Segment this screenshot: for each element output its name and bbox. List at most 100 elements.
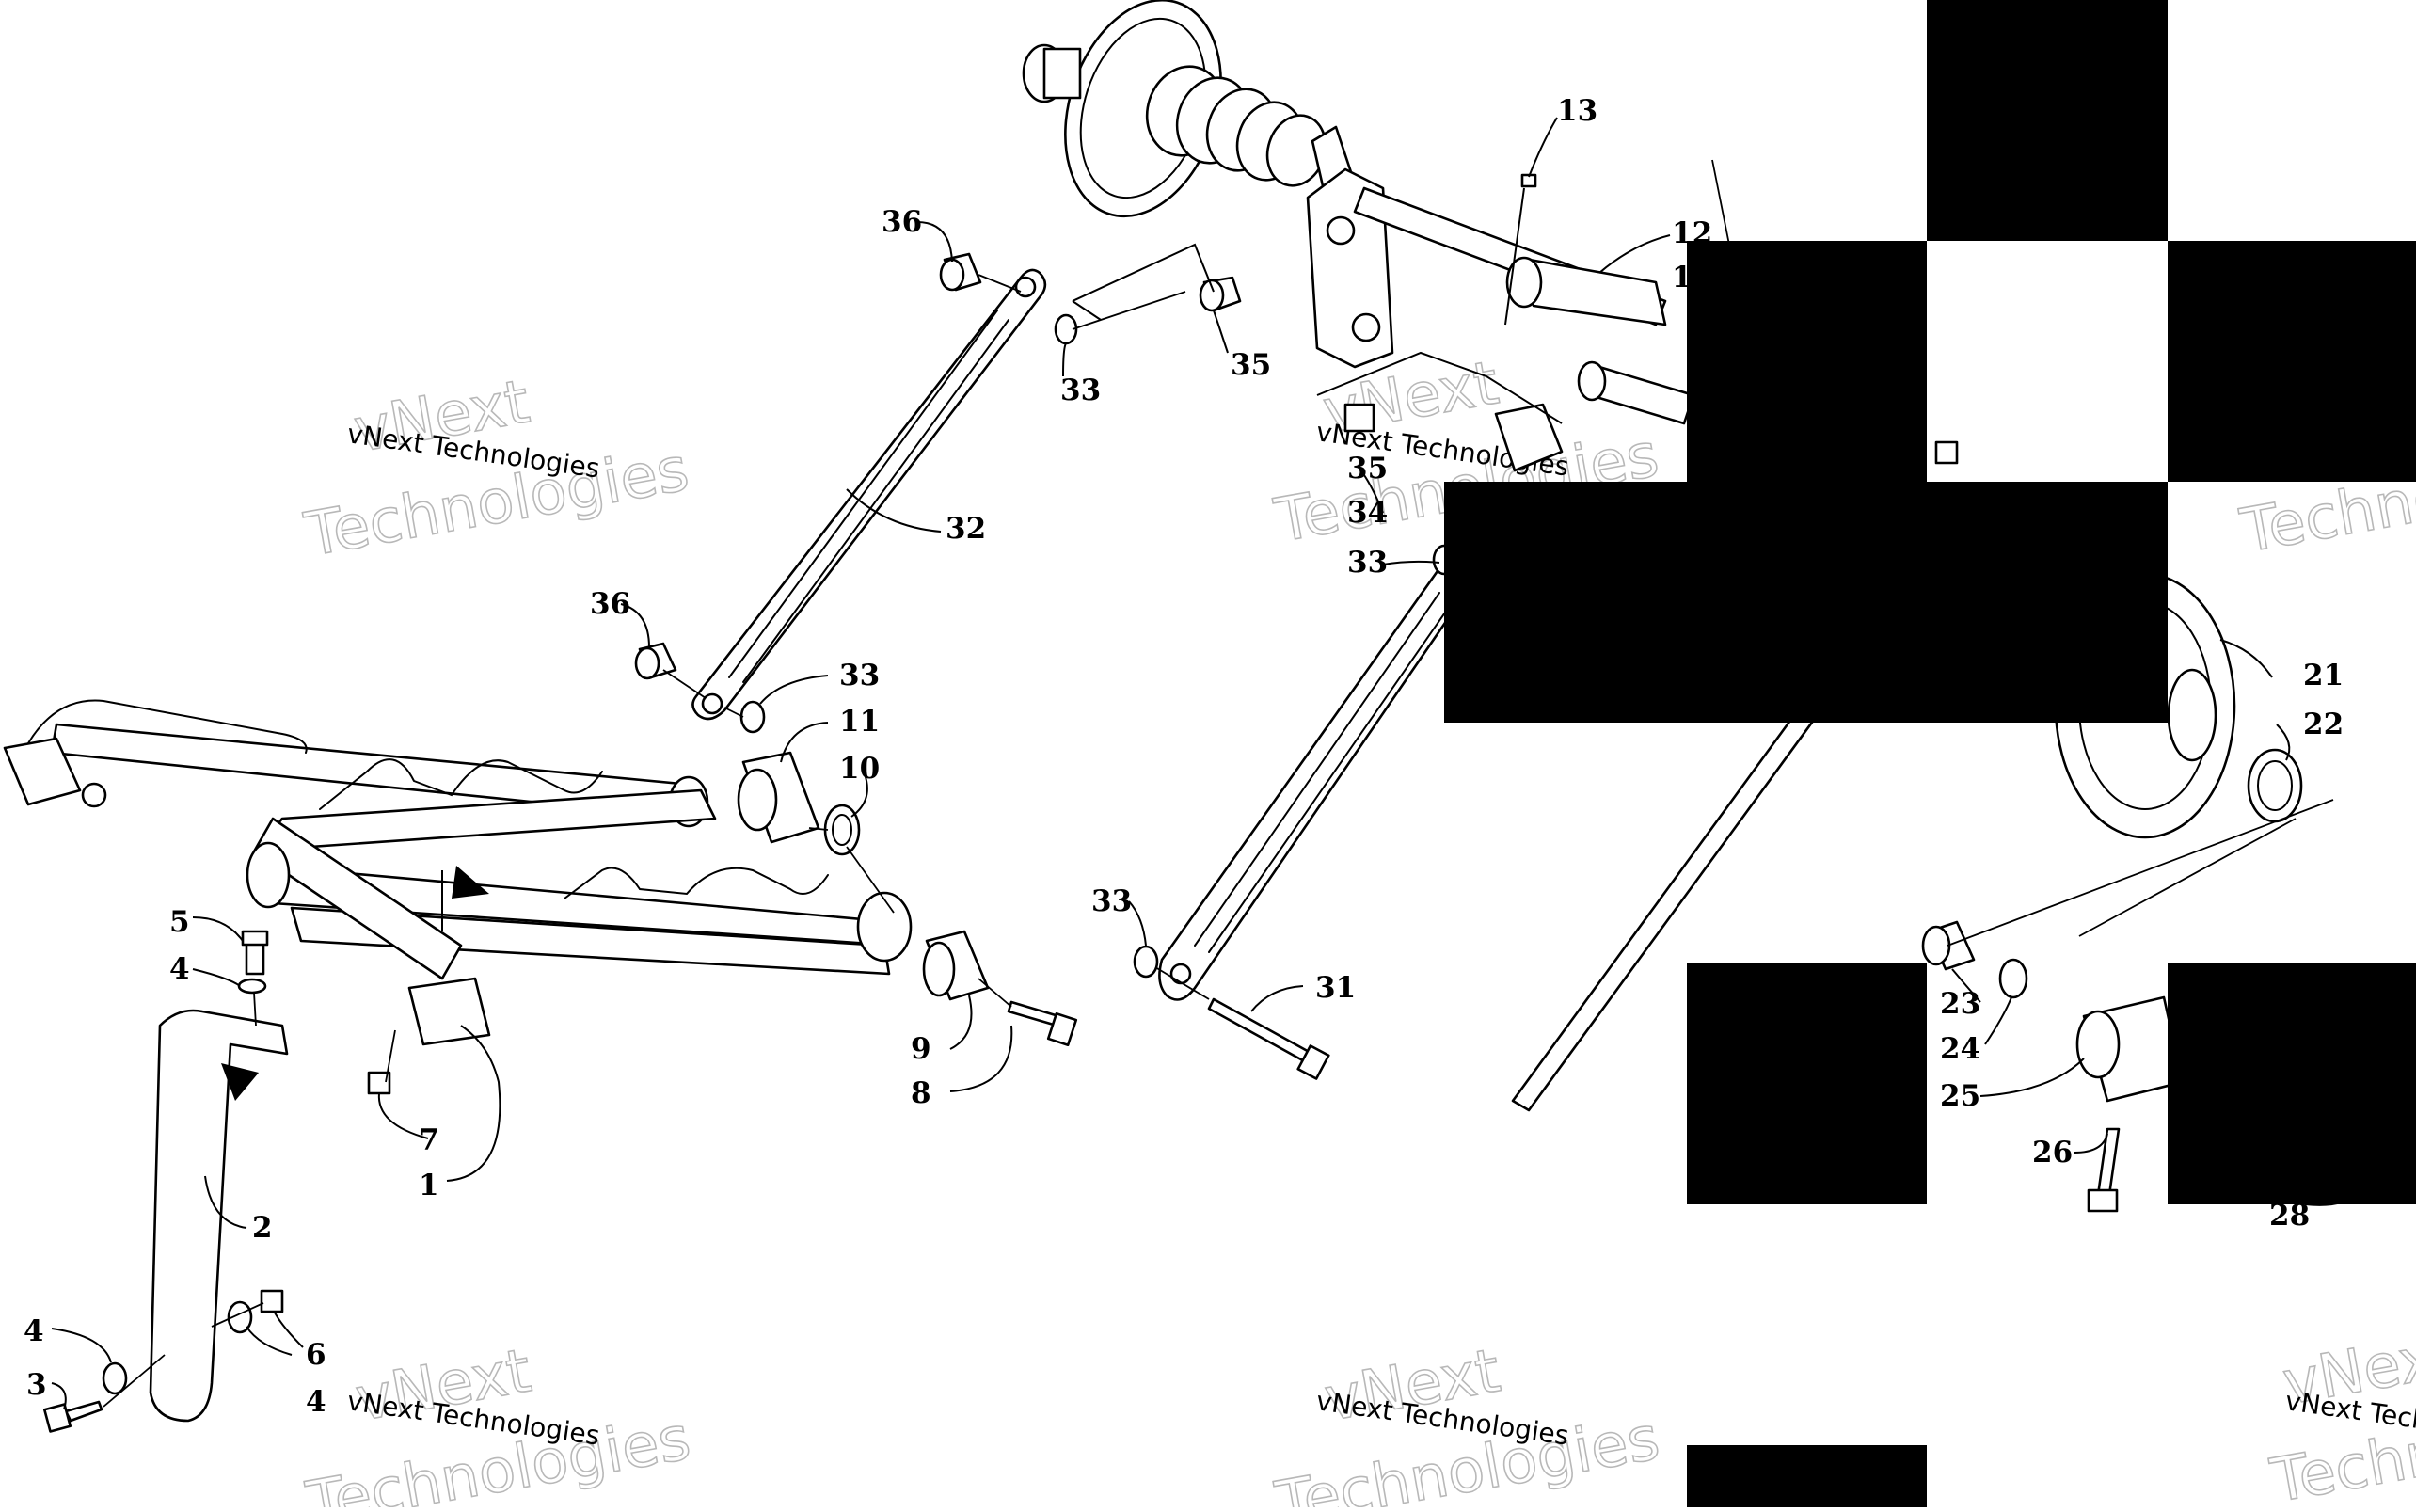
- callout-21: 21: [2303, 659, 2344, 692]
- callout-10: 10: [839, 752, 880, 786]
- leader-1-bottom: [446, 1025, 501, 1182]
- leader-4-right: [246, 1326, 293, 1356]
- callout-36-mid: 36: [590, 587, 630, 621]
- callout-9: 9: [911, 1032, 931, 1066]
- upper-arm-32: [691, 268, 1047, 721]
- bracket-pin: [81, 782, 107, 808]
- a-frame-rear-tube: [290, 906, 891, 976]
- nut-6: [260, 1289, 284, 1313]
- assembly-axis: [103, 1354, 166, 1408]
- assembly-axis: [1947, 799, 2334, 947]
- assembly-axis: [385, 1029, 396, 1083]
- leader-10: [850, 771, 868, 818]
- callout-33-top: 33: [1060, 374, 1101, 407]
- leader-22: [2276, 724, 2291, 761]
- leader-33-right: [1382, 560, 1440, 565]
- a-frame-brace: [257, 788, 717, 849]
- assembly-axis: [978, 274, 1022, 293]
- callout-7: 7: [419, 1123, 439, 1157]
- assembly-axis: [978, 978, 1012, 1008]
- callout-25: 25: [1940, 1079, 1980, 1113]
- callout-32: 32: [946, 512, 986, 546]
- assembly-axis: [211, 1302, 264, 1328]
- leader-35-top: [1213, 310, 1229, 354]
- bolt-5-head: [241, 930, 269, 947]
- leader-lines: [51, 117, 2362, 1410]
- washer-4-top: [237, 978, 267, 995]
- bushing: [1343, 403, 1375, 433]
- bolt-26-head: [2087, 1188, 2119, 1213]
- callout-36-top: 36: [882, 205, 922, 239]
- callout-6: 6: [306, 1338, 326, 1372]
- shaft-tube-end: [1505, 256, 1543, 309]
- callout-1-bottom: 1: [419, 1169, 439, 1202]
- leader-3: [51, 1382, 67, 1410]
- bushing-36-top-end: [939, 258, 965, 292]
- front-bracket: [3, 737, 82, 806]
- callout-23: 23: [1940, 987, 1980, 1021]
- bearing-22-bore: [2257, 760, 2293, 811]
- assembly-axis: [1072, 291, 1186, 330]
- washer-4-left: [102, 1361, 128, 1395]
- bracket-hole: [1326, 215, 1356, 246]
- arm-eye-bottom: [1169, 963, 1192, 985]
- bolt-31: [1207, 997, 1314, 1065]
- washer-10-hole: [832, 814, 852, 846]
- rear-arm: [1158, 553, 1484, 1001]
- leader-31: [1250, 985, 1304, 1012]
- redaction-block: [2168, 963, 2416, 1204]
- leader-36-top: [916, 221, 953, 263]
- bushing-36-mid-end: [634, 646, 660, 680]
- assembly-axis: [2078, 818, 2297, 937]
- assembly-axis: [846, 846, 895, 914]
- rubber-grommet: [1494, 403, 1564, 472]
- redaction-blocks: [1444, 0, 2416, 1507]
- leader-8: [949, 1025, 1013, 1092]
- leader-25: [1979, 1058, 2085, 1097]
- idler-wheel-21-hub: [2167, 668, 2217, 762]
- assembly-axis: [662, 669, 707, 699]
- spacer-23-end: [1921, 925, 1951, 966]
- leader-4-left: [51, 1328, 112, 1363]
- callout-35-mid: 35: [1347, 452, 1388, 485]
- callout-33-right: 33: [1347, 546, 1388, 580]
- bushing-9-end: [922, 941, 956, 997]
- redaction-block: [2168, 241, 2416, 482]
- leader-line: [1316, 351, 1563, 424]
- wire-guard: [27, 699, 308, 754]
- leader-33-mid: [759, 675, 829, 705]
- leader-21: [2219, 639, 2273, 678]
- leader-2: [204, 1175, 247, 1229]
- callout-33-mid: 33: [839, 659, 880, 692]
- front-a-frame: [3, 699, 913, 1046]
- callout-5: 5: [169, 905, 190, 939]
- assembly-axis: [1711, 159, 1732, 255]
- leader-12: [1598, 234, 1671, 274]
- callout-24: 24: [1940, 1032, 1980, 1066]
- arm-slot: [1208, 599, 1454, 953]
- cross-tube-end: [856, 891, 913, 963]
- spacer-end: [1199, 279, 1225, 312]
- arm-eye-bottom: [701, 692, 723, 715]
- washer-4-right: [227, 1300, 253, 1334]
- bolt-3: [64, 1400, 103, 1423]
- callout-35-top: 35: [1231, 348, 1271, 382]
- washer-33-mid: [739, 700, 766, 734]
- wire-guard: [319, 758, 603, 810]
- leader-line: [1072, 300, 1102, 321]
- bolt-3-head: [42, 1403, 72, 1433]
- callout-31: 31: [1315, 971, 1356, 1005]
- leader-26: [2074, 1133, 2108, 1154]
- arm-slot: [728, 310, 998, 678]
- assembly-axis: [723, 707, 744, 718]
- wire-guard: [564, 867, 829, 899]
- leader-line: [1504, 187, 1525, 326]
- bolt-8-head: [1046, 1011, 1078, 1047]
- assembly-axis: [808, 827, 829, 831]
- leader-6: [274, 1312, 304, 1348]
- direction-arrow: [221, 1063, 259, 1101]
- lower-shaft-end: [1577, 360, 1607, 402]
- bolt-26: [2096, 1127, 2121, 1197]
